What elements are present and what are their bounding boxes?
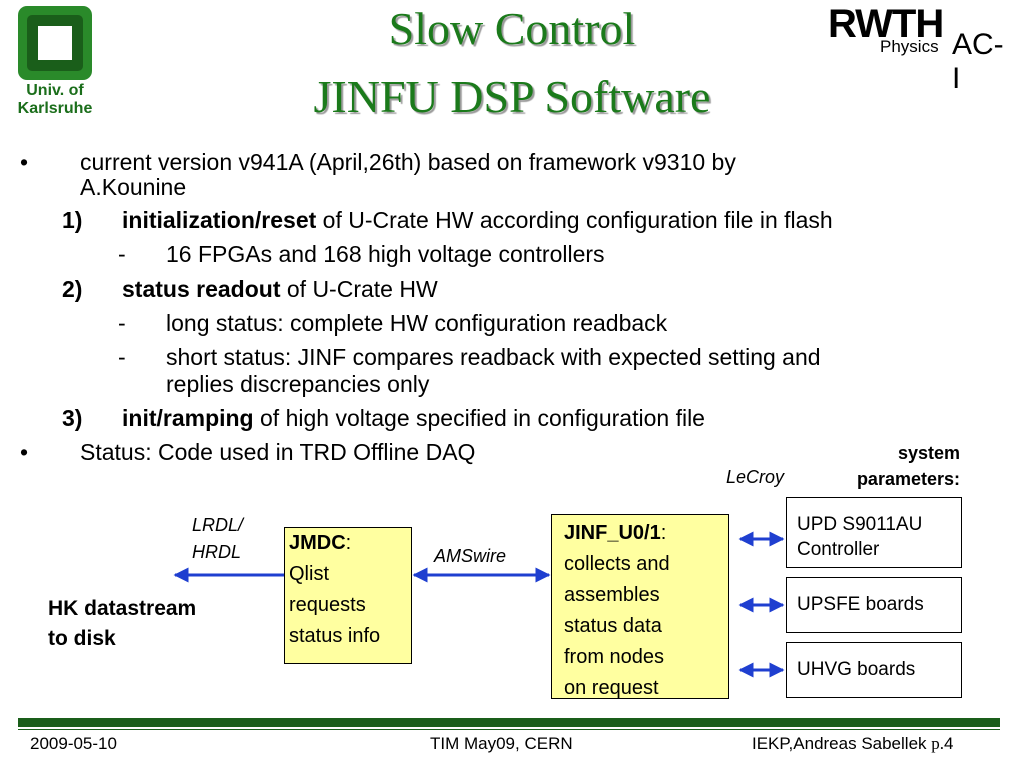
jmdc-colon: :	[345, 532, 352, 554]
sub-2-dash: -	[118, 310, 126, 336]
lrdl-label: LRDL/	[192, 515, 244, 535]
footer-author: IEKP,Andreas Sabellek	[752, 734, 927, 753]
jmdc-title: JMDC	[289, 532, 346, 554]
item-3-rest: of high voltage specified in configurati…	[253, 405, 705, 431]
sub-1-text: 16 FPGAs and 168 high voltage controller…	[166, 241, 605, 267]
item-1-text: initialization/reset of U-Crate HW accor…	[122, 206, 833, 234]
jmdc-line-3: status info	[289, 625, 381, 647]
hrdl-label: HRDL	[192, 542, 242, 562]
amswire-label: AMSwire	[434, 546, 507, 566]
rwth-logo-aci: AC-I	[952, 28, 1004, 95]
footer-author-page: IEKP,Andreas Sabellek p.4	[752, 734, 953, 754]
item-3-number: 3)	[62, 405, 83, 431]
bullet-1-line2: A.Kounine	[80, 174, 187, 200]
karlsruhe-text-1: Univ. of	[26, 82, 84, 99]
item-3-bold: init/ramping	[122, 405, 254, 431]
jinf-box: JINF_U0/1: collects and assembles status…	[551, 514, 729, 699]
system-params-line1: system	[897, 443, 960, 463]
item-1-rest: of U-Crate HW according configuration fi…	[316, 207, 833, 233]
jinf-colon: :	[660, 522, 667, 544]
sub-1-dash: -	[118, 241, 126, 267]
item-3-text: init/ramping of high voltage specified i…	[122, 404, 705, 432]
hk-datastream-label: HK datastream to disk	[48, 594, 196, 654]
footer-divider	[18, 729, 1000, 730]
karlsruhe-text-2: Karlsruhe	[17, 100, 93, 117]
jmdc-line-2: requests	[289, 594, 366, 616]
jinf-line-4: from nodes	[564, 646, 665, 668]
footer-page-number: 4	[944, 734, 954, 753]
footer-page-prefix: p.	[931, 734, 945, 753]
uhvg-box: UHVG boards	[786, 642, 962, 698]
rwth-logo: RWTH Physics AC-I	[828, 2, 1004, 95]
upsfe-label: UPSFE boards	[797, 594, 924, 615]
page-title-line2: JINFU DSP Software	[313, 71, 711, 122]
jinf-title: JINF_U0/1	[564, 522, 661, 544]
sub-3-dash: -	[118, 344, 126, 370]
upd-controller-box: UPD S9011AU Controller	[786, 497, 962, 568]
uhvg-label: UHVG boards	[797, 659, 916, 680]
karlsruhe-logo-text: Univ. of Karlsruhe	[0, 82, 110, 118]
sub-3-line2: replies discrepancies only	[166, 371, 430, 397]
lecroy-label: LeCroy	[726, 467, 785, 487]
footer-event: TIM May09, CERN	[430, 734, 573, 753]
karlsruhe-logo	[18, 6, 92, 80]
item-2-bold: status readout	[122, 276, 281, 302]
upd-line1: UPD S9011AU	[797, 514, 923, 535]
item-1-number: 1)	[62, 207, 83, 233]
jinf-line-2: assembles	[564, 584, 660, 606]
bullet-1-line1: current version v941A (April,26th) based…	[80, 149, 736, 175]
jinf-line-5: on request	[564, 677, 659, 699]
upsfe-box: UPSFE boards	[786, 577, 962, 633]
bullet-1-marker: •	[20, 149, 29, 175]
bullet-2-text: Status: Code used in TRD Offline DAQ	[80, 439, 476, 465]
bullet-2-marker: •	[20, 439, 29, 465]
item-1-bold: initialization/reset	[122, 207, 317, 233]
item-2-number: 2)	[62, 276, 83, 302]
item-2-rest: of U-Crate HW	[280, 276, 438, 302]
jinf-line-3: status data	[564, 615, 662, 637]
item-2-text: status readout of U-Crate HW	[122, 275, 438, 303]
hk-line1: HK datastream	[48, 597, 197, 620]
sub-2-text: long status: complete HW configuration r…	[166, 310, 668, 336]
rwth-logo-physics: Physics	[880, 37, 939, 56]
upd-line2: Controller	[797, 539, 880, 560]
footer-date: 2009-05-10	[30, 734, 117, 753]
system-parameters-label: system parameters:	[830, 440, 960, 492]
hk-line2: to disk	[48, 627, 116, 650]
page-title-line1: Slow Control	[388, 3, 636, 54]
jmdc-box: JMDC: Qlist requests status info	[284, 527, 412, 664]
footer-bar	[18, 718, 1000, 727]
system-params-line2: parameters:	[856, 469, 960, 489]
rwth-logo-big: RWTH	[828, 2, 944, 46]
jmdc-line-1: Qlist	[289, 563, 329, 585]
jinf-line-1: collects and	[564, 553, 670, 575]
sub-3-line1: short status: JINF compares readback wit…	[166, 344, 821, 370]
